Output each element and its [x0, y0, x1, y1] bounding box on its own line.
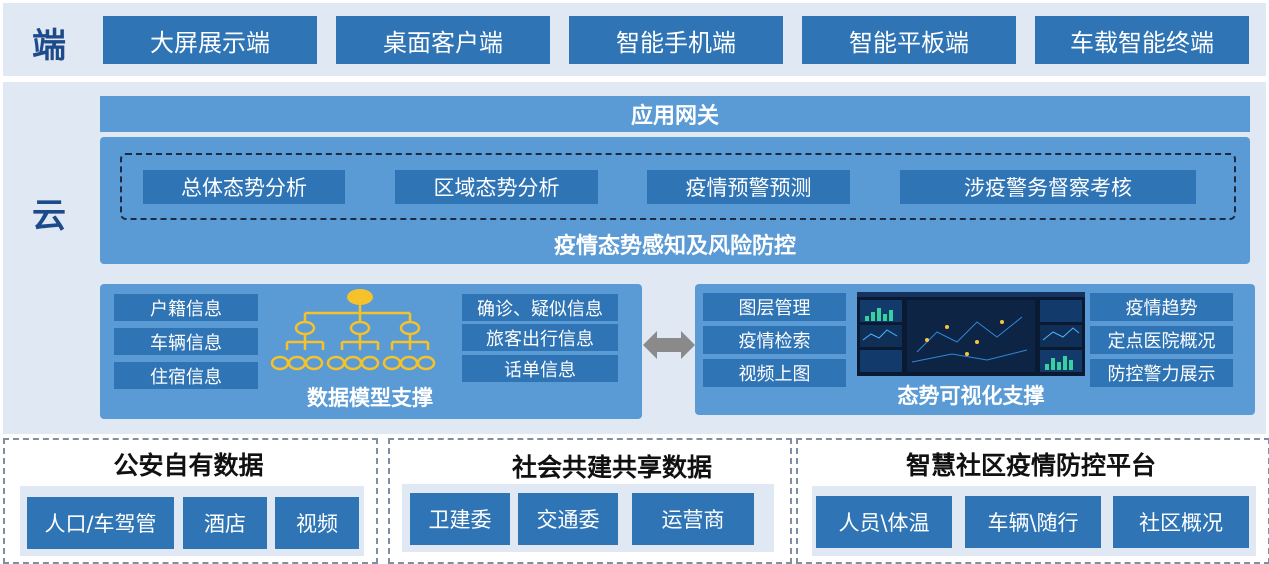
terminal-box: 智能平板端 [802, 16, 1016, 64]
visual-item: 定点医院概况 [1090, 326, 1233, 354]
data-model-item: 旅客出行信息 [462, 324, 618, 351]
source-title: 智慧社区疫情防控平台 [905, 451, 1156, 480]
source-item: 人口/车驾管 [27, 497, 174, 549]
visual-item: 防控警力展示 [1090, 359, 1233, 387]
analysis-title: 疫情态势感知及风险防控 [553, 234, 796, 259]
terminal-box: 智能手机端 [569, 16, 783, 64]
source-title: 社会共建共享数据 [511, 453, 712, 482]
source-item: 交通委 [518, 493, 618, 545]
source-item: 酒店 [183, 497, 267, 549]
analysis-item: 疫情预警预测 [647, 170, 850, 204]
analysis-dashed-frame [120, 153, 1236, 220]
source-item: 车辆\随行 [965, 496, 1101, 548]
terminal-box: 桌面客户端 [336, 16, 550, 64]
analysis-item: 区域态势分析 [395, 170, 598, 204]
data-model-item: 住宿信息 [114, 362, 258, 389]
source-item: 社区概况 [1113, 496, 1249, 548]
data-model-title: 数据模型支撑 [307, 386, 433, 410]
visual-item: 视频上图 [703, 359, 846, 387]
visual-title: 态势可视化支撑 [897, 384, 1045, 408]
visual-item: 疫情检索 [703, 326, 846, 354]
data-model-item: 户籍信息 [114, 294, 258, 321]
analysis-item: 涉疫警务督察考核 [900, 170, 1196, 204]
cloud-label: 云 [32, 196, 66, 236]
data-model-item: 话单信息 [462, 355, 618, 382]
terminal-label: 端 [32, 26, 66, 66]
source-item: 运营商 [632, 493, 754, 545]
hierarchy-tree-icon [270, 289, 436, 371]
dashboard-thumbnail [857, 292, 1085, 376]
terminal-box: 大屏展示端 [103, 16, 317, 64]
source-item: 卫建委 [410, 493, 510, 545]
visual-item: 疫情趋势 [1090, 293, 1233, 321]
data-model-item: 确诊、疑似信息 [462, 294, 618, 321]
source-item: 视频 [275, 497, 359, 549]
data-model-item: 车辆信息 [114, 328, 258, 355]
source-title: 公安自有数据 [113, 451, 264, 480]
app-gateway: 应用网关 [100, 96, 1250, 132]
double-arrow-icon [643, 331, 695, 359]
analysis-item: 总体态势分析 [143, 170, 345, 204]
terminal-box: 车载智能终端 [1035, 16, 1249, 64]
visual-item: 图层管理 [703, 293, 846, 321]
source-item: 人员\体温 [816, 496, 952, 548]
